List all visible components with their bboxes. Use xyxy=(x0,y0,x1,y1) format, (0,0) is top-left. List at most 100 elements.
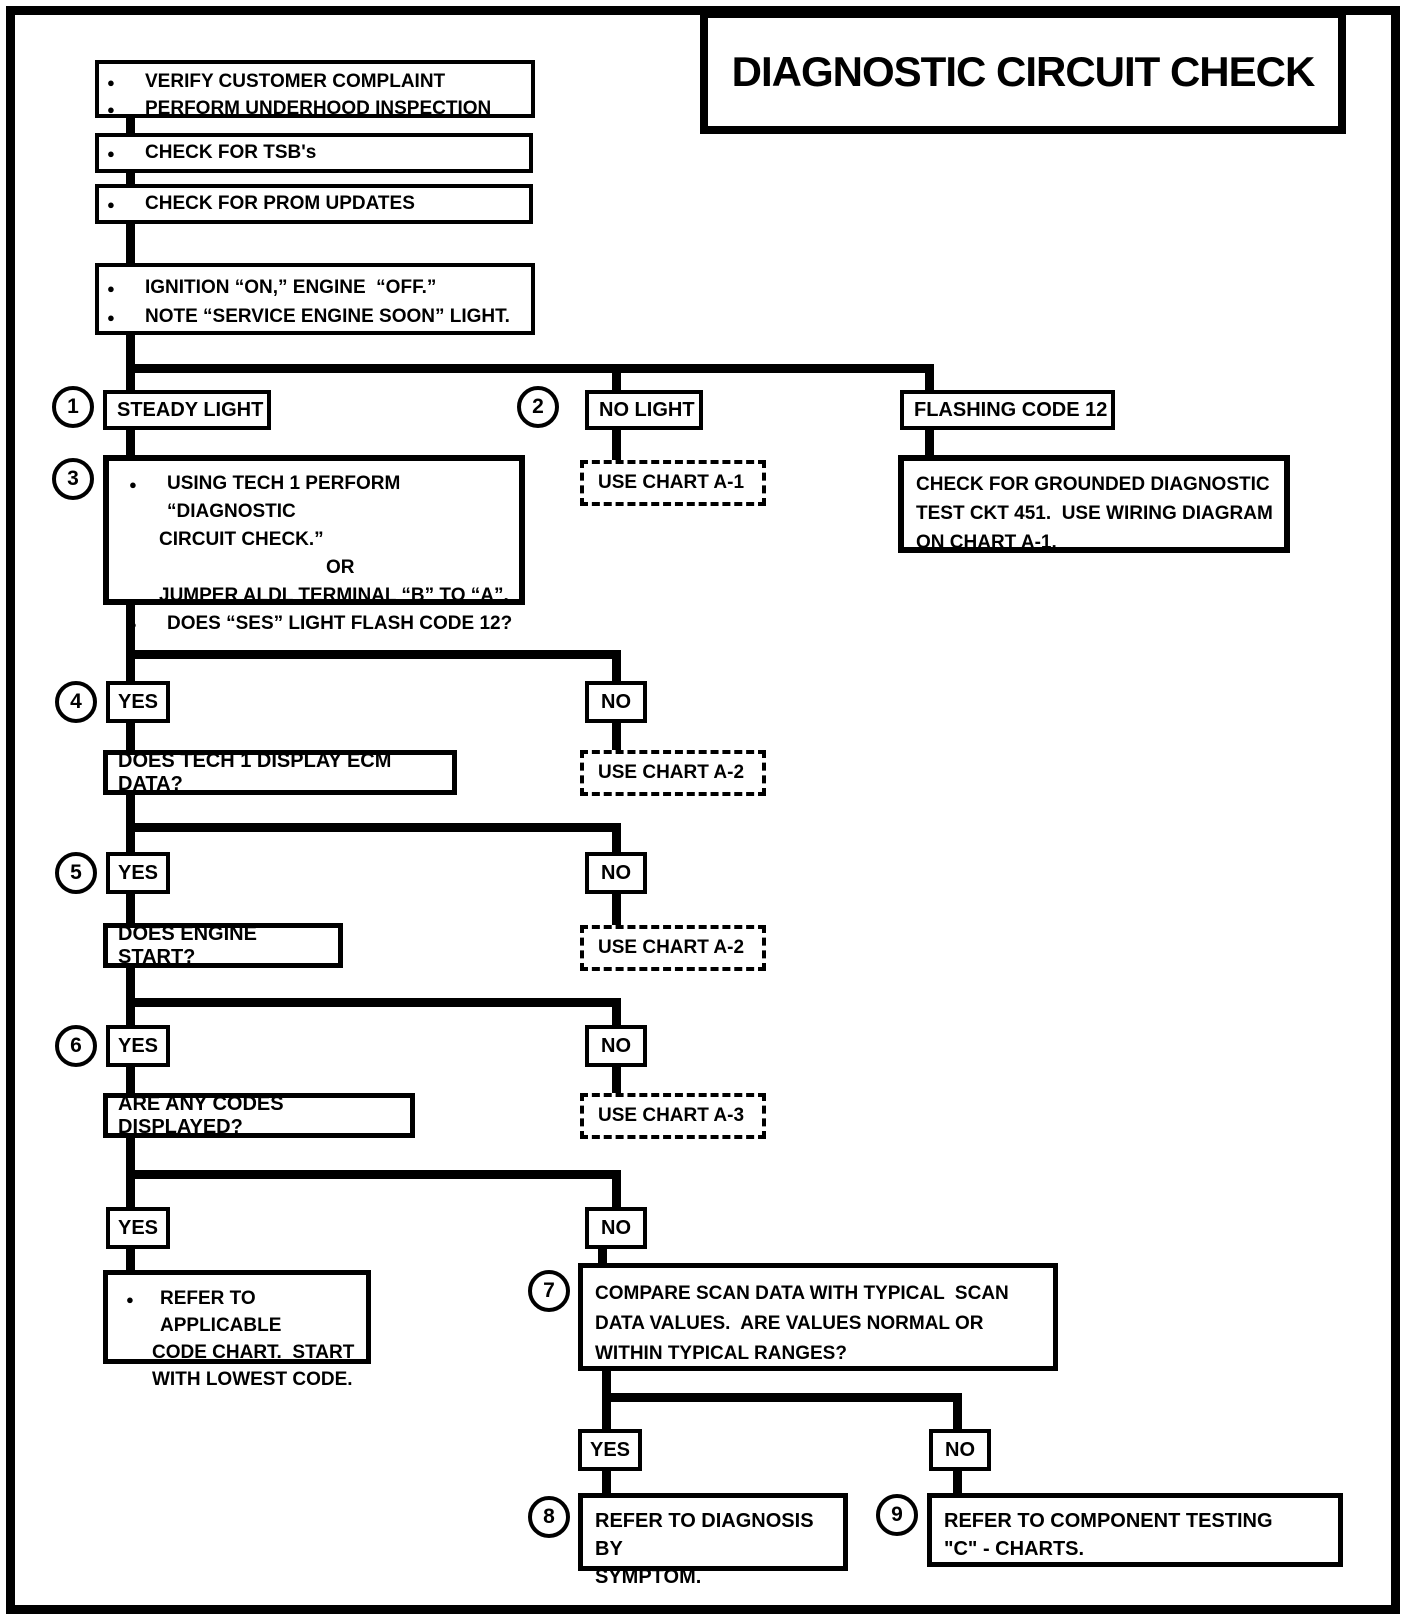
node-label: NO xyxy=(601,1034,631,1057)
circle-label: 8 xyxy=(543,1505,555,1528)
connector-line xyxy=(126,892,135,927)
node-text: REFER TO COMPONENT TESTING xyxy=(944,1510,1273,1532)
node-label: NO xyxy=(601,690,631,713)
node-label: ARE ANY CODES DISPLAYED? xyxy=(118,1092,290,1138)
node-label: STEADY LIGHT xyxy=(117,398,264,421)
node-label: USE CHART A-1 xyxy=(598,472,745,493)
node-label: NO xyxy=(601,1216,631,1239)
connector-line xyxy=(126,428,135,458)
circle-label: 1 xyxy=(67,395,79,418)
step-number-6: 6 xyxy=(55,1025,97,1067)
connector-line xyxy=(612,650,621,684)
node-component-testing: REFER TO COMPONENT TESTING "C" - CHARTS. xyxy=(927,1493,1343,1567)
node-use-chart-a3: USE CHART A-3 xyxy=(580,1093,766,1139)
node-text: CIRCUIT CHECK.” xyxy=(159,529,324,550)
node-label: USE CHART A-2 xyxy=(598,762,745,783)
connector-line xyxy=(612,719,621,752)
node-use-chart-a2: USE CHART A-2 xyxy=(580,750,766,796)
node-text: REFER TO APPLICABLE xyxy=(160,1288,282,1336)
node-label: YES xyxy=(117,1216,159,1239)
connector-line xyxy=(612,1065,621,1096)
circle-label: 3 xyxy=(67,467,79,490)
connector-line xyxy=(925,428,934,458)
node-text: CODE CHART. START xyxy=(152,1342,355,1363)
branch-line xyxy=(126,998,621,1007)
step-text: PERFORM UNDERHOOD INSPECTION xyxy=(145,98,492,119)
node-refer-code-chart: REFER TO APPLICABLE CODE CHART. START WI… xyxy=(103,1270,371,1390)
connector-line xyxy=(612,428,621,462)
yes-node-4: YES xyxy=(106,681,170,723)
step-box-prom: CHECK FOR PROM UPDATES xyxy=(95,184,533,224)
bullet-icon xyxy=(118,1285,160,1313)
node-text: USING TECH 1 PERFORM “DIAGNOSTIC xyxy=(167,473,406,522)
circle-label: 5 xyxy=(70,861,82,884)
node-label: YES xyxy=(117,1034,159,1057)
node-label: FLASHING CODE 12 xyxy=(914,398,1108,421)
bullet-icon xyxy=(121,470,167,499)
connector-line xyxy=(126,1247,135,1274)
branch-line xyxy=(126,823,621,832)
node-label: NO xyxy=(945,1438,975,1461)
node-text: COMPARE SCAN DATA WITH TYPICAL SCAN xyxy=(595,1283,1009,1304)
step-number-2: 2 xyxy=(517,386,559,428)
step-number-4: 4 xyxy=(55,681,97,723)
bullet-icon xyxy=(99,142,145,164)
step-text: VERIFY CUSTOMER COMPLAINT xyxy=(145,71,446,92)
connector-line xyxy=(126,220,135,268)
node-label: NO LIGHT xyxy=(599,398,695,421)
node-text: DATA VALUES. ARE VALUES NORMAL OR xyxy=(595,1313,984,1334)
connector-line xyxy=(612,364,621,392)
branch-line xyxy=(126,1170,621,1179)
node-use-chart-a2b: USE CHART A-2 xyxy=(580,925,766,971)
node-compare-scan-data: COMPARE SCAN DATA WITH TYPICAL SCAN DATA… xyxy=(578,1263,1058,1371)
node-text: WITH LOWEST CODE. xyxy=(152,1369,353,1390)
step-number-5: 5 xyxy=(55,852,97,894)
yes-node-7: YES xyxy=(106,1207,170,1249)
node-text: DOES “SES” LIGHT FLASH CODE 12? xyxy=(167,613,513,634)
step-number-8: 8 xyxy=(528,1496,570,1538)
node-text: TEST CKT 451. USE WIRING DIAGRAM xyxy=(916,503,1273,524)
node-label: USE CHART A-2 xyxy=(598,937,745,958)
bullet-icon xyxy=(121,610,167,639)
no-node-7: NO xyxy=(585,1207,647,1249)
node-label: YES xyxy=(117,690,159,713)
no-node-5: NO xyxy=(585,852,647,894)
node-text: CHECK FOR GROUNDED DIAGNOSTIC xyxy=(916,474,1270,495)
connector-line xyxy=(126,114,135,138)
question-ecm-data: DOES TECH 1 DISPLAY ECM DATA? xyxy=(103,750,457,795)
step-box-tsb: CHECK FOR TSB's xyxy=(95,133,533,173)
step-text: CHECK FOR TSB's xyxy=(145,142,317,163)
branch-line xyxy=(602,1393,962,1402)
circle-label: 2 xyxy=(532,395,544,418)
connector-line xyxy=(953,1465,962,1493)
connector-line xyxy=(612,823,621,856)
circle-label: 4 xyxy=(70,690,82,713)
yes-node-6: YES xyxy=(106,1025,170,1067)
node-text: OR xyxy=(326,557,355,578)
connector-line xyxy=(126,331,135,392)
node-text: SYMPTOM. xyxy=(595,1566,702,1588)
step-text: NOTE “SERVICE ENGINE SOON” LIGHT. xyxy=(145,306,510,327)
node-no-light: NO LIGHT xyxy=(585,390,703,430)
node-text: WITHIN TYPICAL RANGES? xyxy=(595,1343,847,1364)
bullet-icon xyxy=(99,193,145,215)
step-number-1: 1 xyxy=(52,386,94,428)
node-tech1-check: USING TECH 1 PERFORM “DIAGNOSTIC CIRCUIT… xyxy=(103,455,525,634)
connector-line xyxy=(598,1247,607,1267)
connector-line xyxy=(126,1065,135,1097)
node-text: ON CHART A-1. xyxy=(916,532,1057,553)
bullet-icon xyxy=(99,274,145,303)
node-grounded-diagnostic: CHECK FOR GROUNDED DIAGNOSTIC TEST CKT 4… xyxy=(898,455,1290,553)
step-number-7: 7 xyxy=(528,1270,570,1312)
no-node-4: NO xyxy=(585,681,647,723)
branch-line xyxy=(126,364,934,373)
circle-label: 6 xyxy=(70,1034,82,1057)
bullet-icon xyxy=(99,96,145,123)
connector-line xyxy=(612,1170,621,1211)
node-text: REFER TO DIAGNOSIS BY xyxy=(595,1510,820,1560)
node-label: YES xyxy=(589,1438,631,1461)
title-box: DIAGNOSTIC CIRCUIT CHECK xyxy=(700,10,1346,134)
node-flashing-code-12: FLASHING CODE 12 xyxy=(900,390,1115,430)
node-text: "C" - CHARTS. xyxy=(944,1538,1085,1560)
connector-line xyxy=(612,892,621,929)
